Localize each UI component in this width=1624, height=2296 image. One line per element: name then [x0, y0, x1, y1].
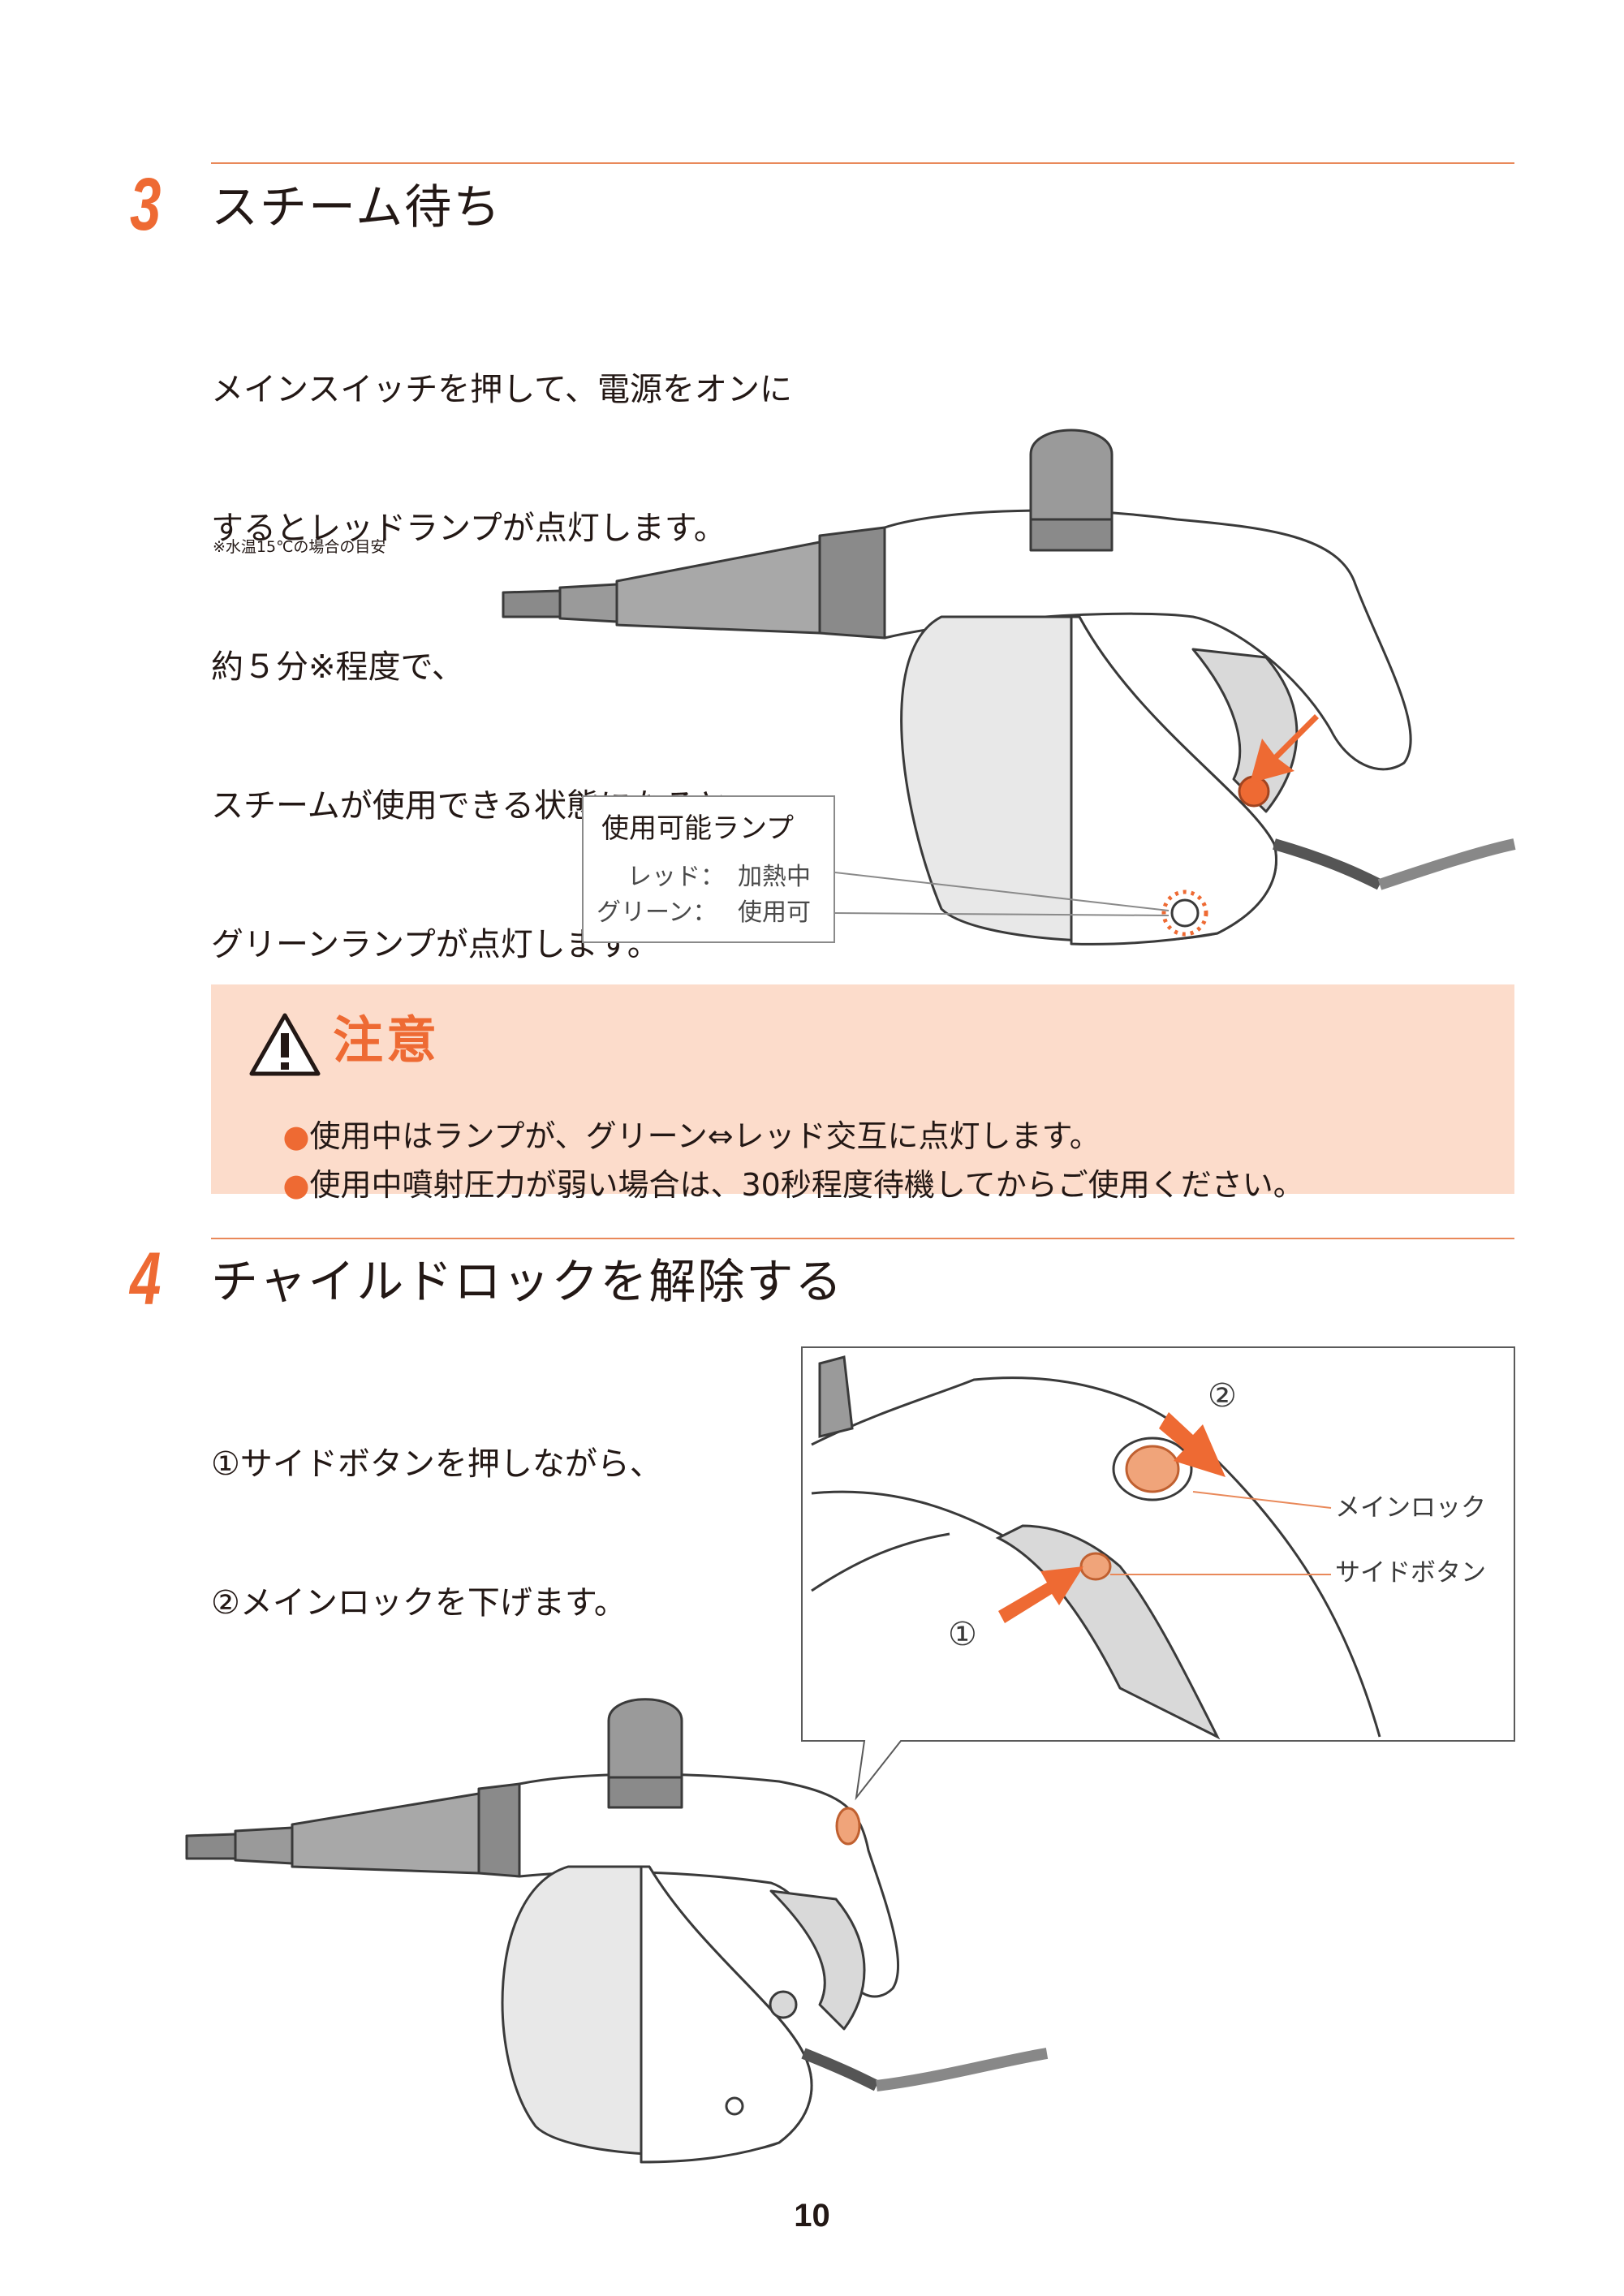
label-main-lock: メインロック: [1335, 1493, 1486, 1523]
label-side-button: サイドボタン: [1335, 1558, 1486, 1587]
caution-item-text: 使用中噴射圧力が弱い場合は、30秒程度待機してからご使用ください。: [309, 1167, 1304, 1203]
step4-body-line: ②メインロックを下げます。: [211, 1584, 627, 1622]
step3-body-line: 約５分※程度で、: [211, 648, 464, 686]
step4-body-line: ①サイドボタンを押しながら、: [211, 1445, 662, 1483]
detail-marker-2: ②: [1208, 1377, 1237, 1415]
step3-body-line: するとレッドランプが点灯します。: [211, 510, 726, 547]
detail-marker-1: ①: [948, 1616, 977, 1653]
lamp-row-red-label: レッド：: [627, 863, 725, 891]
caution-item-text: 使用中はランプが、グリーン⇔レッド交互に点灯します。: [309, 1118, 1101, 1154]
lamp-legend-box: 使用可能ランプ レッド： 加熱中 グリーン： 使用可: [582, 795, 835, 943]
caution-item: ●使用中噴射圧力が弱い場合は、30秒程度待機してからご使用ください。: [243, 1139, 1304, 1231]
lamp-row-red-value: 加熱中: [738, 863, 811, 891]
step4-body: ①サイドボタンを押しながら、 ②メインロックを下げます。: [211, 1349, 662, 1673]
lamp-row-green-value: 使用可: [738, 898, 811, 927]
warning-triangle-icon: [249, 1013, 321, 1076]
step3-number: 3: [130, 163, 162, 246]
step3-body-line: メインスイッチを押して、電源をオンに: [211, 371, 792, 408]
step4-number: 4: [130, 1238, 162, 1320]
step3-title: スチーム待ち: [211, 179, 502, 235]
step4-rule: [211, 1238, 1514, 1239]
bullet-icon: ●: [282, 1167, 310, 1203]
bullet-icon: ●: [282, 1118, 310, 1154]
step3-rule: [211, 162, 1514, 164]
lamp-row-green-label: グリーン：: [597, 898, 717, 927]
lamp-legend-title: 使用可能ランプ: [601, 812, 794, 845]
step4-title: チャイルドロックを解除する: [211, 1254, 844, 1309]
step3-footnote: ※水温15℃の場合の目安: [213, 538, 386, 556]
caution-title: 注意: [333, 1010, 441, 1070]
caution-panel: 注意 ●使用中はランプが、グリーン⇔レッド交互に点灯します。 ●使用中噴射圧力が…: [211, 984, 1514, 1200]
page-number: 10: [794, 2198, 830, 2234]
caution-item: ●使用中はランプが、グリーン⇔レッド交互に点灯します。: [243, 1090, 1101, 1182]
